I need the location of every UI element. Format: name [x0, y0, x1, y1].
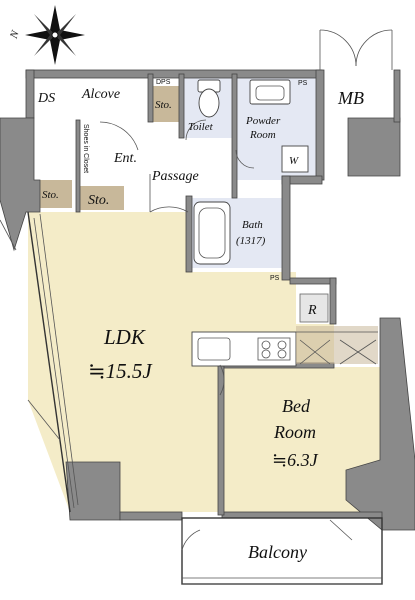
compass-rose-icon [25, 5, 85, 65]
mb-floor [322, 74, 394, 118]
kitchen-sink [197, 337, 231, 361]
stove-icon [257, 337, 291, 361]
ldk-floor [28, 212, 334, 512]
ds-floor [34, 80, 66, 112]
balcony-label: Balcony [248, 542, 307, 562]
refrigerator-space [299, 293, 329, 323]
bath-label-1: Bath [242, 219, 263, 231]
ds-label: DS [37, 91, 55, 106]
sto-top-label: Sto. [155, 99, 172, 111]
passage-label: Passage [151, 169, 199, 184]
ps-label: PS [298, 80, 308, 87]
sto-mid-label: Sto. [88, 193, 109, 208]
ps-small-label: PS [270, 275, 280, 282]
washer-label: W [289, 155, 299, 167]
entrance-label: Ent. [113, 151, 137, 166]
sto-mid-floor [80, 186, 124, 210]
compass-north-label: N [8, 29, 22, 42]
mb-label: MB [337, 88, 364, 108]
powder-room-label-1: Powder [245, 115, 281, 127]
alcove-floor [72, 76, 148, 120]
ldk-name-label: LDK [103, 325, 146, 349]
shoes-closet-floor [80, 120, 98, 186]
shoes-in-closet-label: Shoes in Closet [82, 124, 89, 173]
refrigerator-label: R [307, 303, 317, 318]
bedroom-label-1: Bed [282, 396, 311, 416]
bathtub [193, 201, 231, 265]
toilet-label: Toilet [188, 121, 214, 133]
bath-label-2: (1317) [236, 235, 266, 247]
sto-top-floor [153, 86, 179, 122]
bedroom-label-2: Room [273, 422, 316, 442]
balcony-floor [182, 518, 382, 582]
bedroom-size-label: ≒6.3J [272, 450, 319, 470]
doors [0, 29, 393, 551]
powder-room-label-2: Room [249, 129, 276, 141]
ldk-size-label: ≒15.5J [88, 359, 153, 383]
dps-label: DPS [156, 79, 171, 86]
sto-left-label: Sto. [42, 189, 59, 201]
alcove-label: Alcove [81, 87, 120, 102]
toilet-icon [197, 79, 221, 118]
washer-space [281, 145, 309, 173]
sto-left-floor [40, 180, 72, 208]
